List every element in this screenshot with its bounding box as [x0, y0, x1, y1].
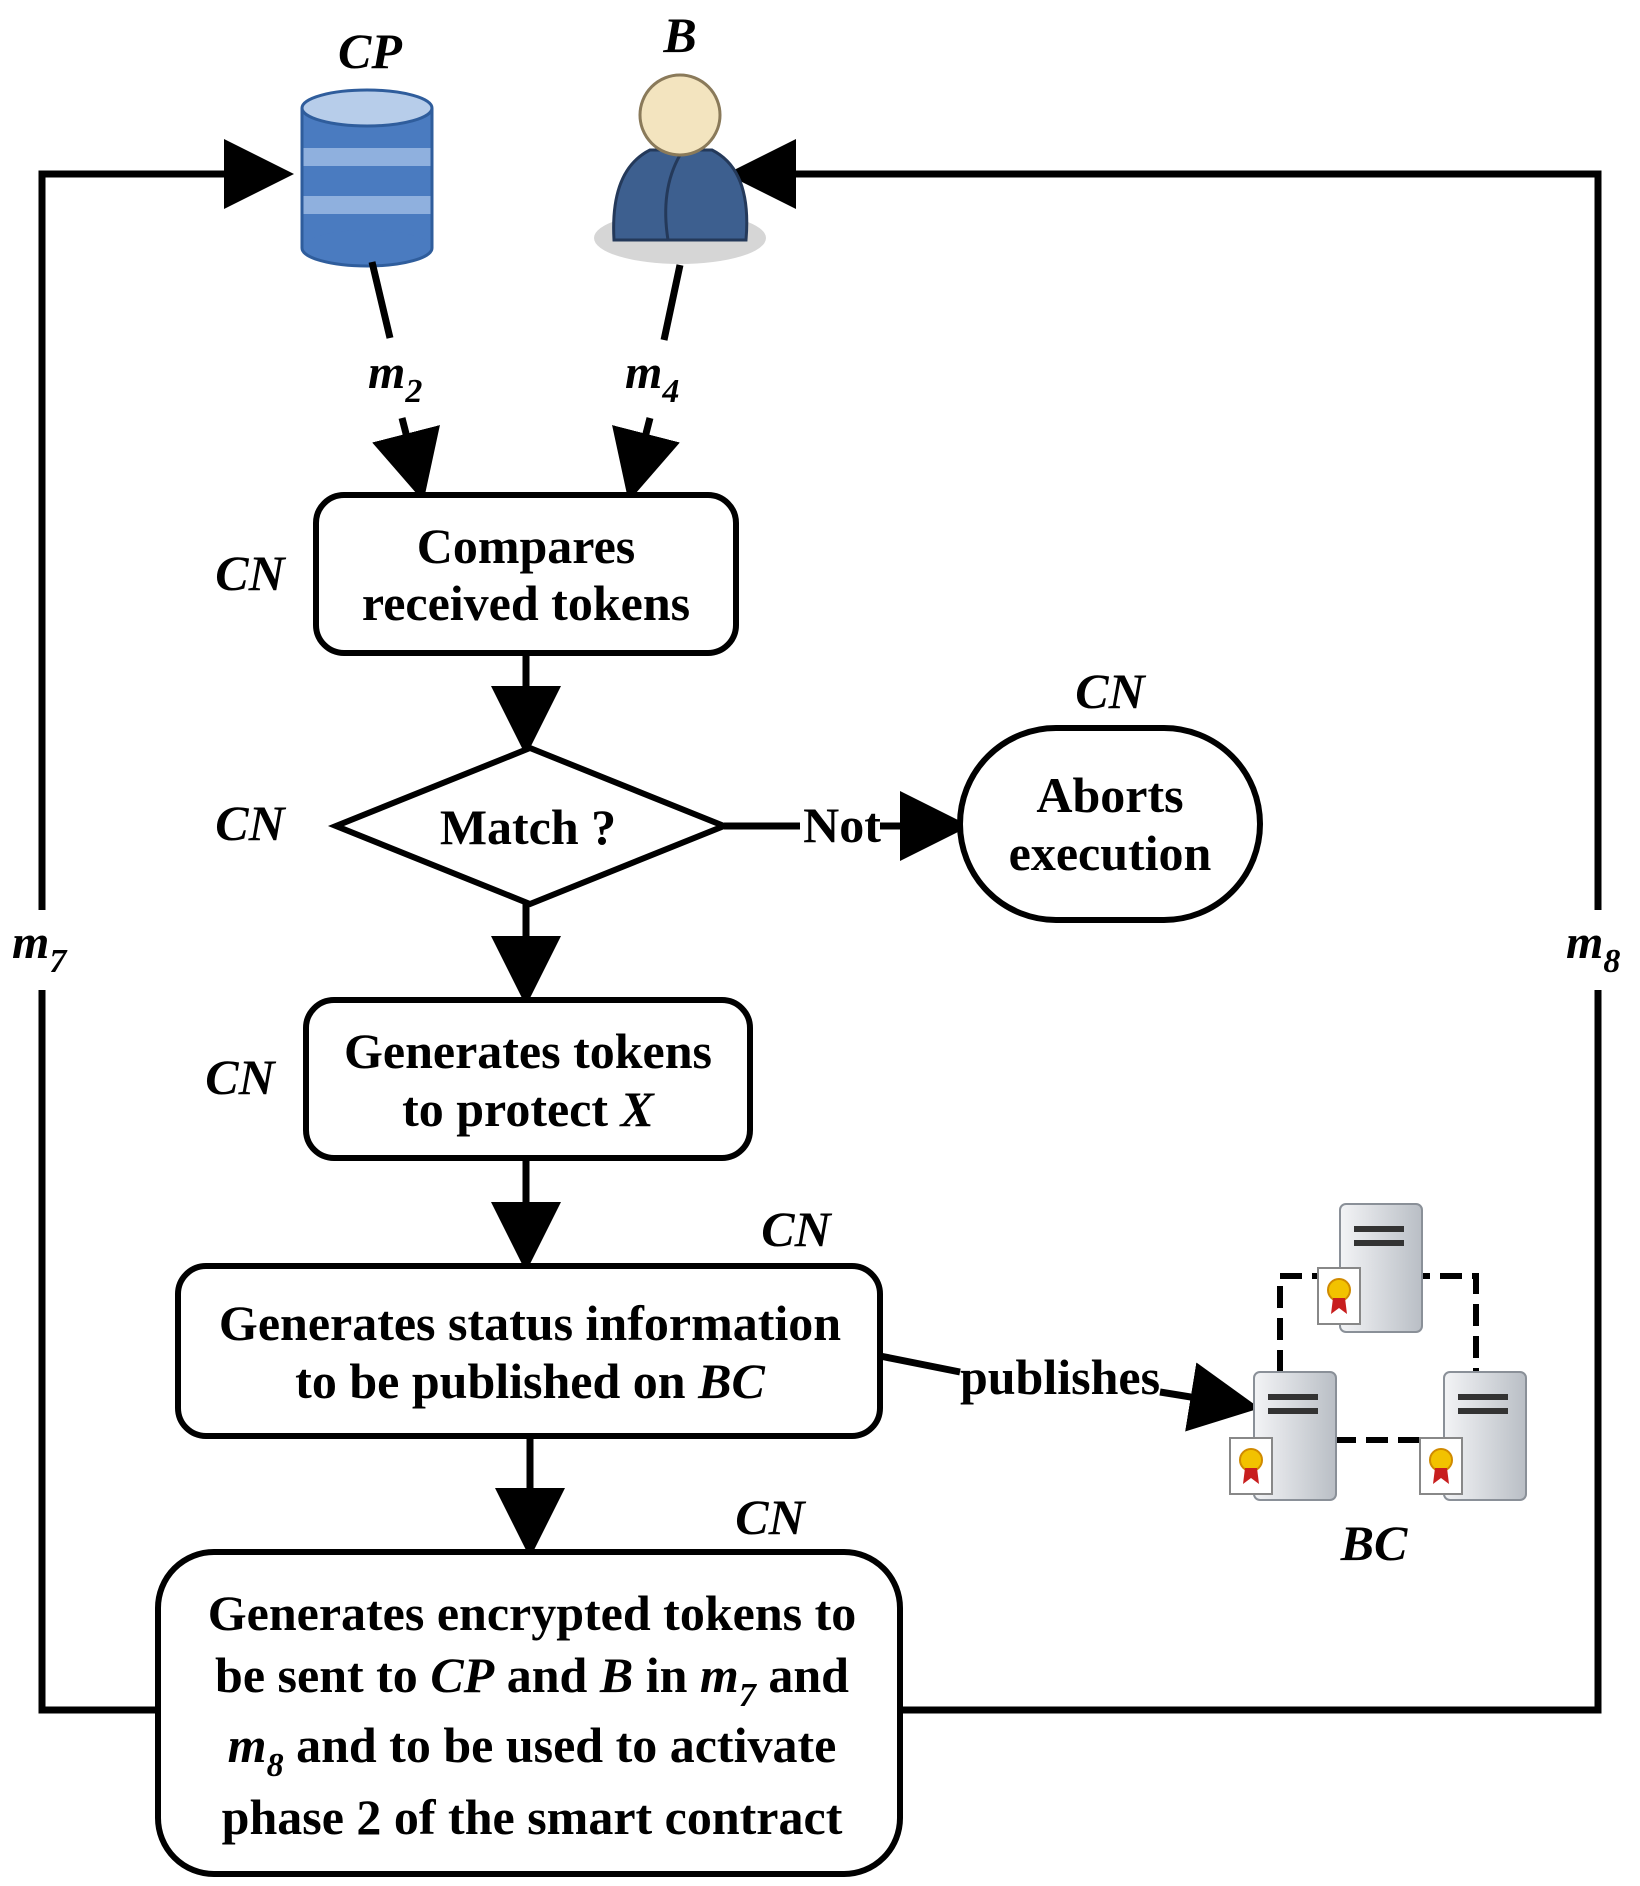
- cn-label-encrypted: CN: [735, 1489, 806, 1545]
- m2-label: m2: [368, 346, 422, 410]
- m7-label-bg: [6, 910, 78, 990]
- abort-node: [957, 725, 1263, 923]
- status-box: [175, 1263, 883, 1439]
- generate-line1: Generates tokens: [344, 1023, 712, 1079]
- cn-label-match: CN: [215, 795, 286, 851]
- cp-label: CP: [338, 23, 402, 79]
- match-text: Match ?: [440, 799, 616, 855]
- abort-line1: Aborts: [1036, 767, 1183, 823]
- status-line2: to be published on BC: [295, 1353, 765, 1409]
- encrypted-line3: m8 and to be used to activate: [228, 1717, 837, 1784]
- server-network-icon: [1229, 1203, 1527, 1501]
- m4-edge: [612, 264, 684, 502]
- m2-edge: [368, 261, 440, 502]
- m4-label: m4: [625, 346, 679, 410]
- cn-label-compare: CN: [215, 545, 286, 601]
- cn-label-abort: CN: [1075, 663, 1146, 719]
- cn-label-status: CN: [761, 1201, 832, 1257]
- user-icon: [594, 73, 766, 264]
- m8-label: m8: [1566, 916, 1620, 980]
- edge-publishes-a: [879, 1352, 961, 1376]
- database-icon: [300, 88, 434, 268]
- m8-label-bg: [1562, 910, 1638, 990]
- encrypted-line4: phase 2 of the smart contract: [222, 1789, 843, 1845]
- encrypted-tokens-box: [155, 1549, 903, 1877]
- abort-line2: execution: [1009, 825, 1212, 881]
- cn-label-generate: CN: [205, 1049, 276, 1105]
- not-label: Not: [803, 797, 881, 853]
- encrypted-line2: be sent to CP and B in m7 and: [215, 1647, 849, 1714]
- publishes-label: publishes: [960, 1349, 1160, 1405]
- match-diamond: [327, 744, 733, 908]
- status-line1: Generates status information: [219, 1295, 841, 1351]
- b-label: B: [662, 7, 696, 63]
- edge-publishes-b: [1159, 1362, 1260, 1432]
- encrypted-line1: Generates encrypted tokens to: [208, 1585, 857, 1641]
- generate-line2: to protect X: [402, 1081, 655, 1137]
- bc-label: BC: [1340, 1515, 1408, 1571]
- m7-label: m7: [12, 916, 68, 980]
- compare-line2: received tokens: [362, 575, 690, 631]
- compare-line1: Compares: [417, 518, 636, 574]
